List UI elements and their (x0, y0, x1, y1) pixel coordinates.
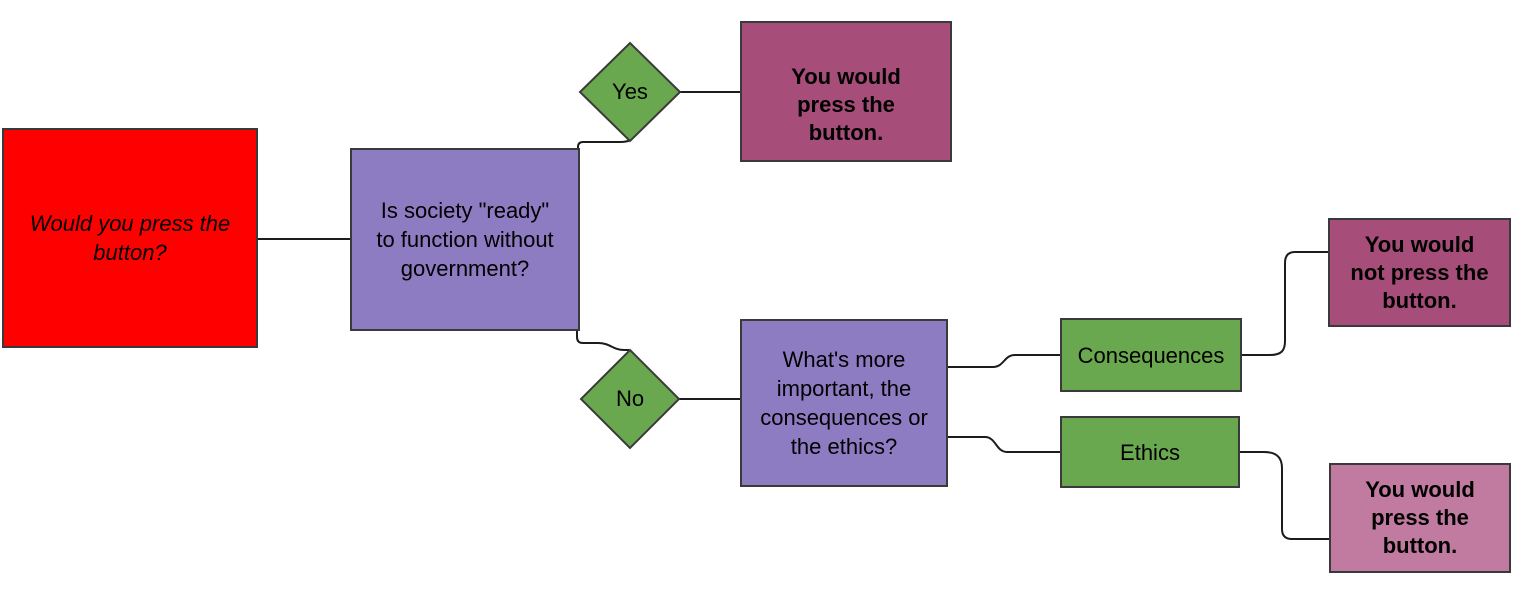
node-outcome-press-ethics: You would press the button. (1329, 463, 1511, 573)
node-question-society-label: Is society "ready" to function without g… (376, 198, 554, 281)
connector-q-importance-to-consequences (948, 354, 1060, 368)
decision-diamond-yes (578, 41, 682, 143)
node-outcome-not-press: You would not press the button. (1328, 218, 1511, 327)
connector-q-importance-to-ethics (948, 436, 1060, 453)
node-question-society: Is society "ready" to function without g… (350, 148, 580, 331)
node-question-importance-label: What's more important, the consequences … (760, 347, 928, 459)
connector-q-society-to-no (576, 330, 629, 351)
node-outcome-press-ethics-label: You would press the button. (1365, 477, 1475, 558)
decision-yes-label: Yes (612, 79, 648, 104)
node-branch-ethics-label: Ethics (1120, 439, 1180, 465)
decision-no-label: No (615, 386, 645, 411)
node-start-question: Would you press the button? (2, 128, 258, 348)
node-outcome-not-press-label: You would not press the button. (1350, 231, 1489, 313)
node-branch-consequences: Consequences (1060, 318, 1242, 392)
node-outcome-press-yes-label: You would press the button. (791, 63, 901, 145)
node-branch-ethics: Ethics (1060, 416, 1240, 488)
node-start-label: Would you press the button? (29, 211, 231, 265)
connector-ethics-to-press (1240, 451, 1329, 540)
decision-diamond-no (579, 348, 681, 450)
node-question-importance: What's more important, the consequences … (740, 319, 948, 487)
connector-consequences-to-not-press (1242, 251, 1328, 356)
node-branch-consequences-label: Consequences (1077, 342, 1225, 368)
connector-q-society-to-yes (577, 139, 631, 149)
node-outcome-press-yes: You would press the button. (740, 21, 952, 162)
